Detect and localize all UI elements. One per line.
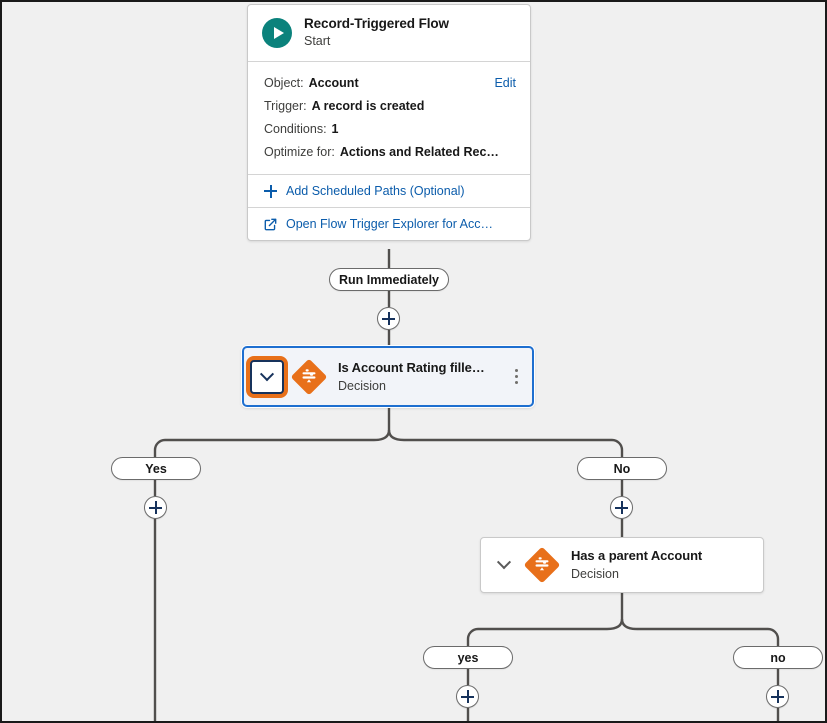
add-element-button-no-2[interactable] bbox=[766, 685, 789, 708]
decision-diamond-icon bbox=[523, 546, 561, 584]
start-node-card[interactable]: Record-Triggered Flow Start Object: Acco… bbox=[247, 4, 531, 241]
edit-link[interactable]: Edit bbox=[494, 76, 516, 90]
path-pill-run-immediately[interactable]: Run Immediately bbox=[329, 268, 449, 291]
node-subtitle-decision-2: Decision bbox=[571, 567, 619, 581]
add-scheduled-paths-label: Add Scheduled Paths (Optional) bbox=[286, 184, 465, 198]
decision-diamond-icon bbox=[290, 358, 328, 395]
plus-icon bbox=[615, 501, 628, 514]
flow-node-decision-2[interactable]: Has a parent Account Decision bbox=[480, 537, 764, 593]
node-title-decision-2: Has a parent Account bbox=[571, 548, 703, 563]
collapse-toggle-decision-1[interactable] bbox=[250, 359, 284, 394]
node-title-decision-1: Is Account Rating fille… bbox=[338, 359, 485, 375]
chevron-down-icon bbox=[259, 366, 275, 381]
open-flow-trigger-explorer-link[interactable]: Open Flow Trigger Explorer for Acc… bbox=[248, 207, 530, 240]
detail-row-object: Object: Account Edit bbox=[264, 72, 516, 95]
branch-pill-no[interactable]: No bbox=[577, 457, 667, 480]
start-node-title: Record-Triggered Flow bbox=[304, 16, 449, 31]
node-text-decision-2: Has a parent Account Decision bbox=[571, 548, 763, 582]
play-icon bbox=[262, 17, 292, 48]
detail-value-optimize: Actions and Related Rec… bbox=[339, 145, 499, 159]
add-element-button-yes[interactable] bbox=[144, 496, 167, 519]
plus-icon bbox=[461, 690, 474, 703]
detail-value-object: Account bbox=[308, 76, 359, 90]
more-vertical-icon[interactable] bbox=[506, 362, 526, 392]
detail-row-trigger: Trigger: A record is created bbox=[264, 95, 516, 118]
detail-label-conditions: Conditions: bbox=[264, 122, 327, 136]
plus-icon bbox=[149, 501, 162, 514]
detail-row-conditions: Conditions: 1 bbox=[264, 118, 516, 141]
start-node-details: Object: Account Edit Trigger: A record i… bbox=[248, 62, 530, 175]
plus-icon bbox=[264, 184, 277, 198]
chevron-down-icon bbox=[496, 555, 512, 570]
plus-icon bbox=[771, 690, 784, 703]
branch-pill-no-2[interactable]: no bbox=[733, 646, 823, 669]
branch-pill-yes[interactable]: Yes bbox=[111, 457, 201, 480]
branch-pill-yes-2[interactable]: yes bbox=[423, 646, 513, 669]
add-element-button-yes-2[interactable] bbox=[456, 685, 479, 708]
plus-icon bbox=[382, 312, 395, 325]
open-flow-trigger-explorer-label: Open Flow Trigger Explorer for Acc… bbox=[286, 217, 494, 231]
detail-label-trigger: Trigger: bbox=[264, 99, 307, 113]
node-subtitle-decision-1: Decision bbox=[338, 378, 386, 393]
detail-value-trigger: A record is created bbox=[311, 99, 425, 113]
external-link-icon bbox=[264, 218, 277, 231]
start-node-subtitle: Start bbox=[304, 34, 331, 48]
collapse-toggle-decision-2[interactable] bbox=[491, 552, 517, 578]
node-text-decision-1: Is Account Rating fille… Decision bbox=[338, 360, 506, 394]
detail-label-optimize: Optimize for: bbox=[264, 145, 335, 159]
add-element-button-no[interactable] bbox=[610, 496, 633, 519]
add-scheduled-paths-link[interactable]: Add Scheduled Paths (Optional) bbox=[248, 175, 530, 207]
detail-label-object: Object: bbox=[264, 76, 304, 90]
flow-node-decision-1[interactable]: Is Account Rating fille… Decision bbox=[242, 346, 534, 407]
detail-value-conditions: 1 bbox=[331, 122, 339, 136]
detail-row-optimize: Optimize for: Actions and Related Rec… bbox=[264, 141, 516, 164]
add-element-button-main[interactable] bbox=[377, 307, 400, 330]
start-node-header: Record-Triggered Flow Start bbox=[248, 5, 530, 62]
